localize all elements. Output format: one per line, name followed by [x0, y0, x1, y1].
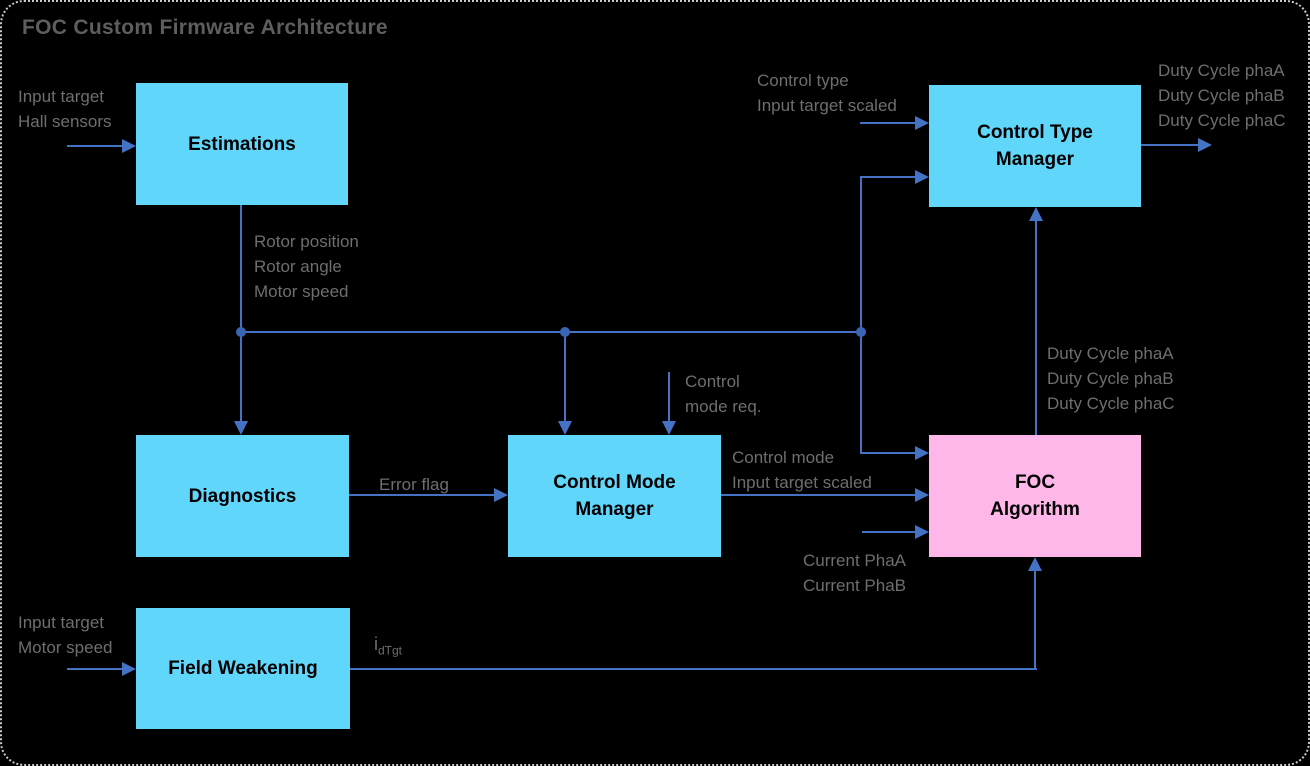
node-estimations: Estimations [136, 83, 348, 205]
arrowhead-up-icon [1029, 207, 1043, 221]
arrowhead-right-icon [915, 446, 929, 460]
connector-line [349, 494, 495, 496]
connector-line [564, 333, 566, 422]
connector-line [861, 176, 916, 178]
flow-label-idtgt: idTgt [374, 634, 403, 658]
connector-line [862, 531, 916, 533]
flow-label-duty-cycle-outputs: Duty Cycle phaA Duty Cycle phaB Duty Cyc… [1158, 61, 1286, 130]
arrowhead-down-icon [234, 421, 248, 435]
connector-line [240, 333, 242, 422]
arrowhead-right-icon [915, 525, 929, 539]
connector-line [240, 205, 242, 333]
junction-dot [560, 327, 570, 337]
connector-line [350, 668, 1037, 670]
flow-label-estimations-outputs: Rotor position Rotor angle Motor speed [254, 232, 359, 301]
junction-dot [236, 327, 246, 337]
node-control-mode-manager: Control Mode Manager [508, 435, 721, 557]
flow-label-control-mode-request: Control mode req. [685, 372, 762, 416]
flow-label-control-type-manager-inputs: Control type Input target scaled [757, 71, 897, 115]
node-foc-algorithm: FOC Algorithm [929, 435, 1141, 557]
connector-line [241, 331, 862, 333]
flow-label-error-flag: Error flag [379, 475, 449, 494]
arrowhead-down-icon [662, 421, 676, 435]
flow-label-field-weakening-inputs: Input target Motor speed [18, 613, 113, 657]
connector-line [668, 372, 670, 422]
connector-line [861, 452, 916, 454]
arrowhead-right-icon [122, 139, 136, 153]
connector-line [67, 145, 123, 147]
flow-label-duty-cycle-feedback: Duty Cycle phaA Duty Cycle phaB Duty Cyc… [1047, 344, 1175, 413]
arrowhead-right-icon [915, 488, 929, 502]
flow-label-control-mode-outputs: Control mode Input target scaled [732, 448, 872, 492]
connector-line [721, 494, 916, 496]
node-control-type-manager: Control Type Manager [929, 85, 1141, 207]
connector-line [1034, 570, 1036, 670]
arrowhead-up-icon [1028, 557, 1042, 571]
arrowhead-down-icon [558, 421, 572, 435]
connector-line [1035, 220, 1037, 435]
node-diagnostics: Diagnostics [136, 435, 349, 557]
node-field-weakening: Field Weakening [136, 608, 350, 729]
connector-line [67, 668, 123, 670]
arrowhead-right-icon [122, 662, 136, 676]
connector-line [860, 122, 916, 124]
diagram-title: FOC Custom Firmware Architecture [22, 16, 388, 39]
connector-line [1141, 144, 1199, 146]
junction-dot [856, 327, 866, 337]
flow-label-estimations-inputs: Input target Hall sensors [18, 87, 112, 131]
connector-line [860, 176, 862, 333]
arrowhead-right-icon [915, 116, 929, 130]
arrowhead-right-icon [494, 488, 508, 502]
arrowhead-right-icon [915, 170, 929, 184]
arrowhead-right-icon [1198, 138, 1212, 152]
connector-line [860, 332, 862, 454]
flow-label-current-inputs: Current PhaA Current PhaB [803, 551, 906, 595]
